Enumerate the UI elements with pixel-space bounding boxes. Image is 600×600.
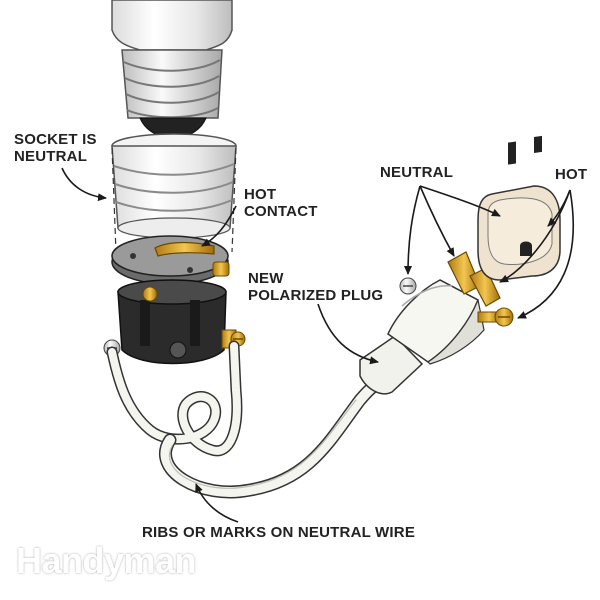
label-hot-contact: HOT CONTACT — [244, 186, 318, 220]
arrow-socket-neutral — [61, 167, 107, 202]
watermark-tagline: THE FAMILY — [38, 534, 105, 544]
socket-base — [103, 279, 246, 365]
arrow-neutral-screw — [404, 185, 421, 275]
alignment-line-right — [231, 147, 237, 253]
plug-brass-screw — [477, 307, 514, 327]
arrow-hot-contact — [201, 205, 237, 247]
plug-hot-blade — [469, 267, 501, 307]
lamp-cord — [106, 340, 397, 499]
hot-contact-tab — [154, 241, 215, 257]
polarized-plug — [359, 251, 514, 395]
arrow-new-plug — [317, 303, 379, 365]
wall-outlet — [477, 135, 561, 281]
family-handyman-watermark: THE FAMILY Handyman — [16, 534, 197, 581]
watermark-brand: Handyman — [16, 540, 197, 581]
label-neutral: NEUTRAL — [380, 164, 454, 181]
label-socket-is-neutral: SOCKET IS NEUTRAL — [14, 131, 97, 165]
arrow-hot-blade — [499, 189, 571, 283]
hot-contact-disk — [111, 235, 230, 285]
label-ribs-on-neutral-wire: RIBS OR MARKS ON NEUTRAL WIRE — [142, 524, 416, 541]
arrow-neutral-slot — [419, 185, 501, 217]
outlet-hot-slot — [534, 135, 542, 153]
callout-arrows — [61, 167, 574, 523]
socket-shell — [111, 133, 237, 239]
label-hot: HOT — [555, 166, 588, 183]
light-bulb — [111, 0, 233, 145]
plug-silver-screw — [399, 277, 417, 295]
arrow-neutral-blade — [419, 185, 455, 257]
alignment-line-left — [111, 147, 117, 253]
label-new-polarized-plug: NEW POLARIZED PLUG — [248, 270, 384, 304]
arrow-hot-screw — [517, 189, 574, 319]
outlet-ground-hole — [520, 241, 532, 256]
bulb-screw-base — [121, 49, 223, 119]
outlet-neutral-slot — [508, 141, 516, 165]
arrow-ribs — [195, 483, 239, 523]
